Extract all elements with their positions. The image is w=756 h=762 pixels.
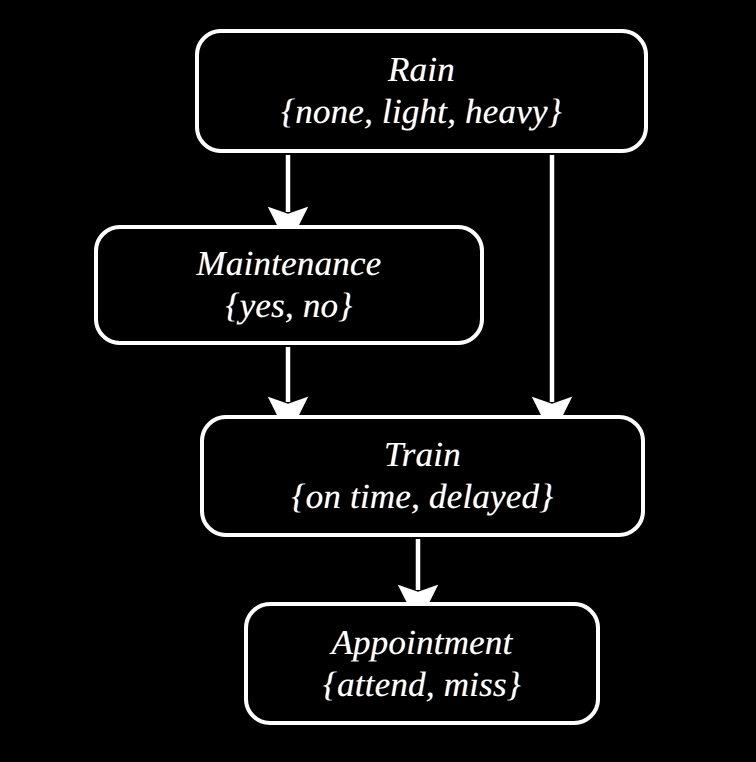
node-maintenance-states: {yes, no} bbox=[225, 286, 353, 325]
node-appointment-label: Appointment bbox=[331, 622, 513, 662]
node-train-label: Train bbox=[384, 435, 461, 475]
node-train-states: {on time, delayed} bbox=[291, 477, 554, 516]
node-maintenance[interactable]: Maintenance {yes, no} bbox=[94, 225, 484, 345]
node-appointment[interactable]: Appointment {attend, miss} bbox=[244, 602, 600, 725]
node-maintenance-label: Maintenance bbox=[196, 244, 382, 284]
node-train[interactable]: Train {on time, delayed} bbox=[200, 415, 645, 537]
node-rain-label: Rain bbox=[388, 50, 455, 90]
node-rain-states: {none, light, heavy} bbox=[281, 92, 562, 131]
node-rain[interactable]: Rain {none, light, heavy} bbox=[195, 29, 648, 153]
node-appointment-states: {attend, miss} bbox=[322, 664, 522, 704]
